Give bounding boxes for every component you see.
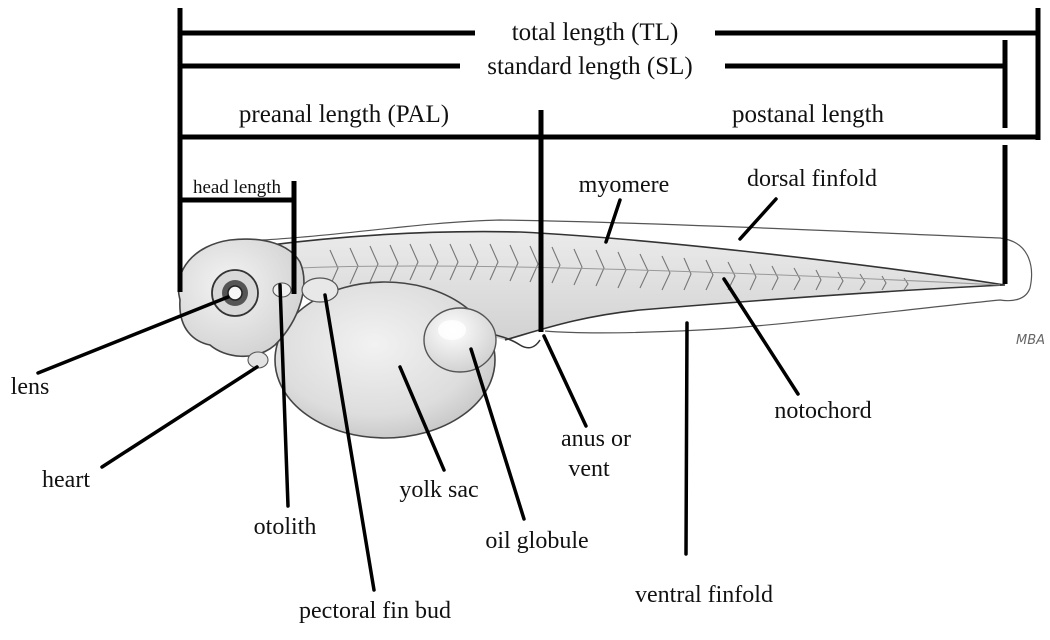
oil-globule-leader xyxy=(471,349,524,519)
lens-label: lens xyxy=(11,374,50,400)
yolk-sac-label: yolk sac xyxy=(399,477,478,503)
pectoral-fin-bud-shape xyxy=(302,278,338,302)
heart-label: heart xyxy=(42,467,90,493)
pectoral-fin-bud-label: pectoral fin bud xyxy=(299,598,451,624)
dorsal-finfold-label: dorsal finfold xyxy=(747,166,877,192)
oil-globule-label: oil globule xyxy=(485,528,588,554)
head-length-label: head length xyxy=(193,177,282,198)
myomere-label: myomere xyxy=(579,172,670,198)
ventral-finfold-leader xyxy=(686,323,687,554)
standard-length-label: standard length (SL) xyxy=(487,53,693,80)
fish-larva-illustration xyxy=(178,220,1031,438)
myomere-leader xyxy=(606,200,620,242)
anus-label-line2: vent xyxy=(568,456,610,482)
dorsal-finfold-leader xyxy=(740,199,776,239)
total-length-label: total length (TL) xyxy=(512,19,679,46)
oil-globule-shape xyxy=(424,308,496,372)
notochord-label: notochord xyxy=(774,398,871,424)
otolith-label: otolith xyxy=(254,514,317,540)
lens-shape xyxy=(228,286,242,300)
artist-signature: MBA xyxy=(1016,333,1045,348)
ventral-finfold-label: ventral finfold xyxy=(635,582,773,608)
postanal-length-label: postanal length xyxy=(732,101,885,128)
anus-label-line1: anus or xyxy=(561,426,631,452)
oil-globule-highlight xyxy=(438,320,466,340)
anus-leader xyxy=(544,336,586,426)
heart-leader xyxy=(102,367,257,467)
preanal-length-label: preanal length (PAL) xyxy=(239,101,449,128)
